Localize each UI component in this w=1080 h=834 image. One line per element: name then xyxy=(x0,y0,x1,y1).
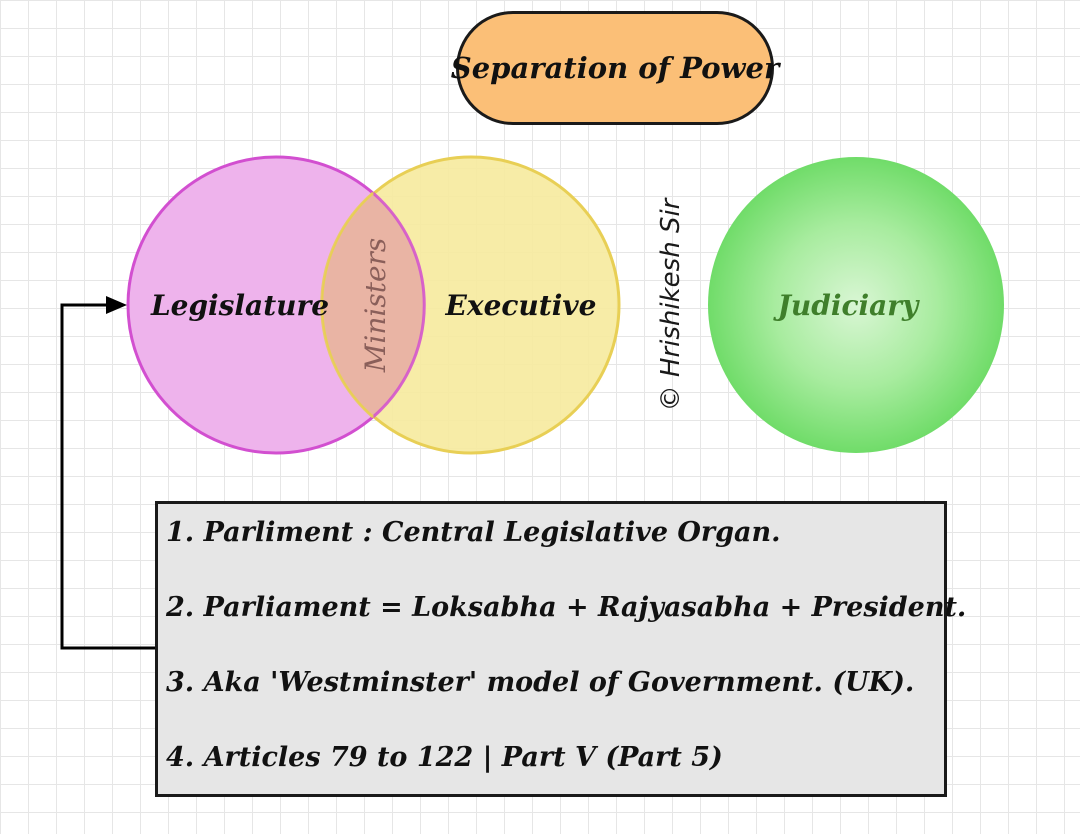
diagram-title: Separation of Power xyxy=(450,51,780,85)
ministers-overlap xyxy=(323,157,424,453)
note-item: 2. Parliament = Loksabha + Rajyasabha + … xyxy=(166,592,967,623)
judiciary-label: Judiciary xyxy=(773,289,920,322)
executive-label: Executive xyxy=(445,289,597,322)
credit-label: © Hrishikesh Sir xyxy=(656,196,686,411)
connector-arrow xyxy=(60,303,155,650)
judiciary-circle xyxy=(708,157,1004,453)
notes-box: 1. Parliment : Central Legislative Organ… xyxy=(155,501,967,797)
arrow-head-icon xyxy=(106,296,127,314)
ministers-label: Ministers xyxy=(359,238,392,374)
legislature-label: Legislature xyxy=(150,289,329,322)
note-item: 1. Parliment : Central Legislative Organ… xyxy=(166,517,781,548)
title-badge: Separation of Power xyxy=(451,11,779,125)
overlap-outline xyxy=(372,191,426,419)
note-item: 4. Articles 79 to 122 | Part V (Part 5) xyxy=(166,742,723,773)
note-item: 3. Aka 'Westminster' model of Government… xyxy=(166,667,915,698)
